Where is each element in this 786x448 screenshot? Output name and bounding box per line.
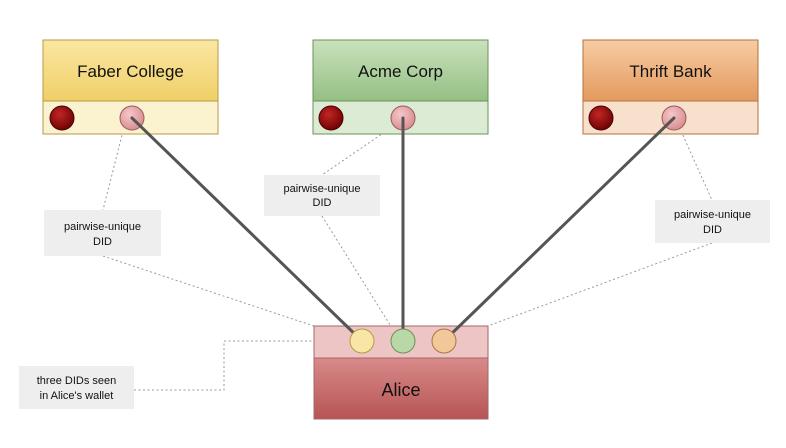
faber-red-dot — [49, 105, 75, 131]
alice-did-yellow — [349, 328, 375, 354]
note-right-line1: pairwise-unique — [674, 209, 751, 221]
note-wallet: three DIDs seen in Alice's wallet — [19, 366, 134, 409]
connection-thrift-alice — [442, 116, 676, 343]
note-wallet-line2: in Alice's wallet — [40, 390, 114, 402]
thrift-red-dot — [588, 105, 614, 131]
acme-red-dot — [318, 105, 344, 131]
entity-faber-college: Faber College — [42, 39, 219, 135]
leader-faber-to-note — [102, 130, 124, 211]
leader-wallet-note — [210, 340, 316, 391]
note-wallet-box — [19, 366, 134, 409]
acme-corp-title: Acme Corp — [358, 62, 443, 81]
note-center-line1: pairwise-unique — [283, 183, 360, 195]
note-right-line2: DID — [703, 224, 722, 236]
alice-did-green — [390, 328, 416, 354]
note-center: pairwise-unique DID — [264, 175, 380, 216]
acme-header — [312, 39, 489, 102]
alice-did-dots — [349, 328, 457, 354]
faber-college-title: Faber College — [77, 62, 184, 81]
note-right-box — [655, 200, 770, 243]
note-wallet-line1: three DIDs seen — [37, 375, 116, 387]
note-left-box — [44, 210, 161, 256]
note-left-line1: pairwise-unique — [64, 221, 141, 233]
leader-thrift-to-note — [680, 130, 713, 201]
note-left-line2: DID — [93, 236, 112, 248]
entity-thrift-bank: Thrift Bank — [582, 39, 759, 135]
alice-title: Alice — [381, 380, 420, 400]
leader-acme-to-note — [321, 126, 393, 176]
note-center-box — [264, 175, 380, 216]
entity-acme-corp: Acme Corp — [312, 39, 489, 135]
alice-did-orange — [431, 328, 457, 354]
thrift-bank-title: Thrift Bank — [629, 62, 712, 81]
leader-note-to-alice-right — [449, 242, 713, 341]
note-right: pairwise-unique DID — [655, 200, 770, 243]
faber-header — [42, 39, 219, 102]
connection-faber-alice — [130, 116, 364, 343]
alice-header — [313, 357, 489, 420]
pairwise-connections — [130, 116, 676, 343]
thrift-header — [582, 39, 759, 102]
note-center-line2: DID — [313, 197, 332, 209]
note-left: pairwise-unique DID — [44, 210, 161, 256]
